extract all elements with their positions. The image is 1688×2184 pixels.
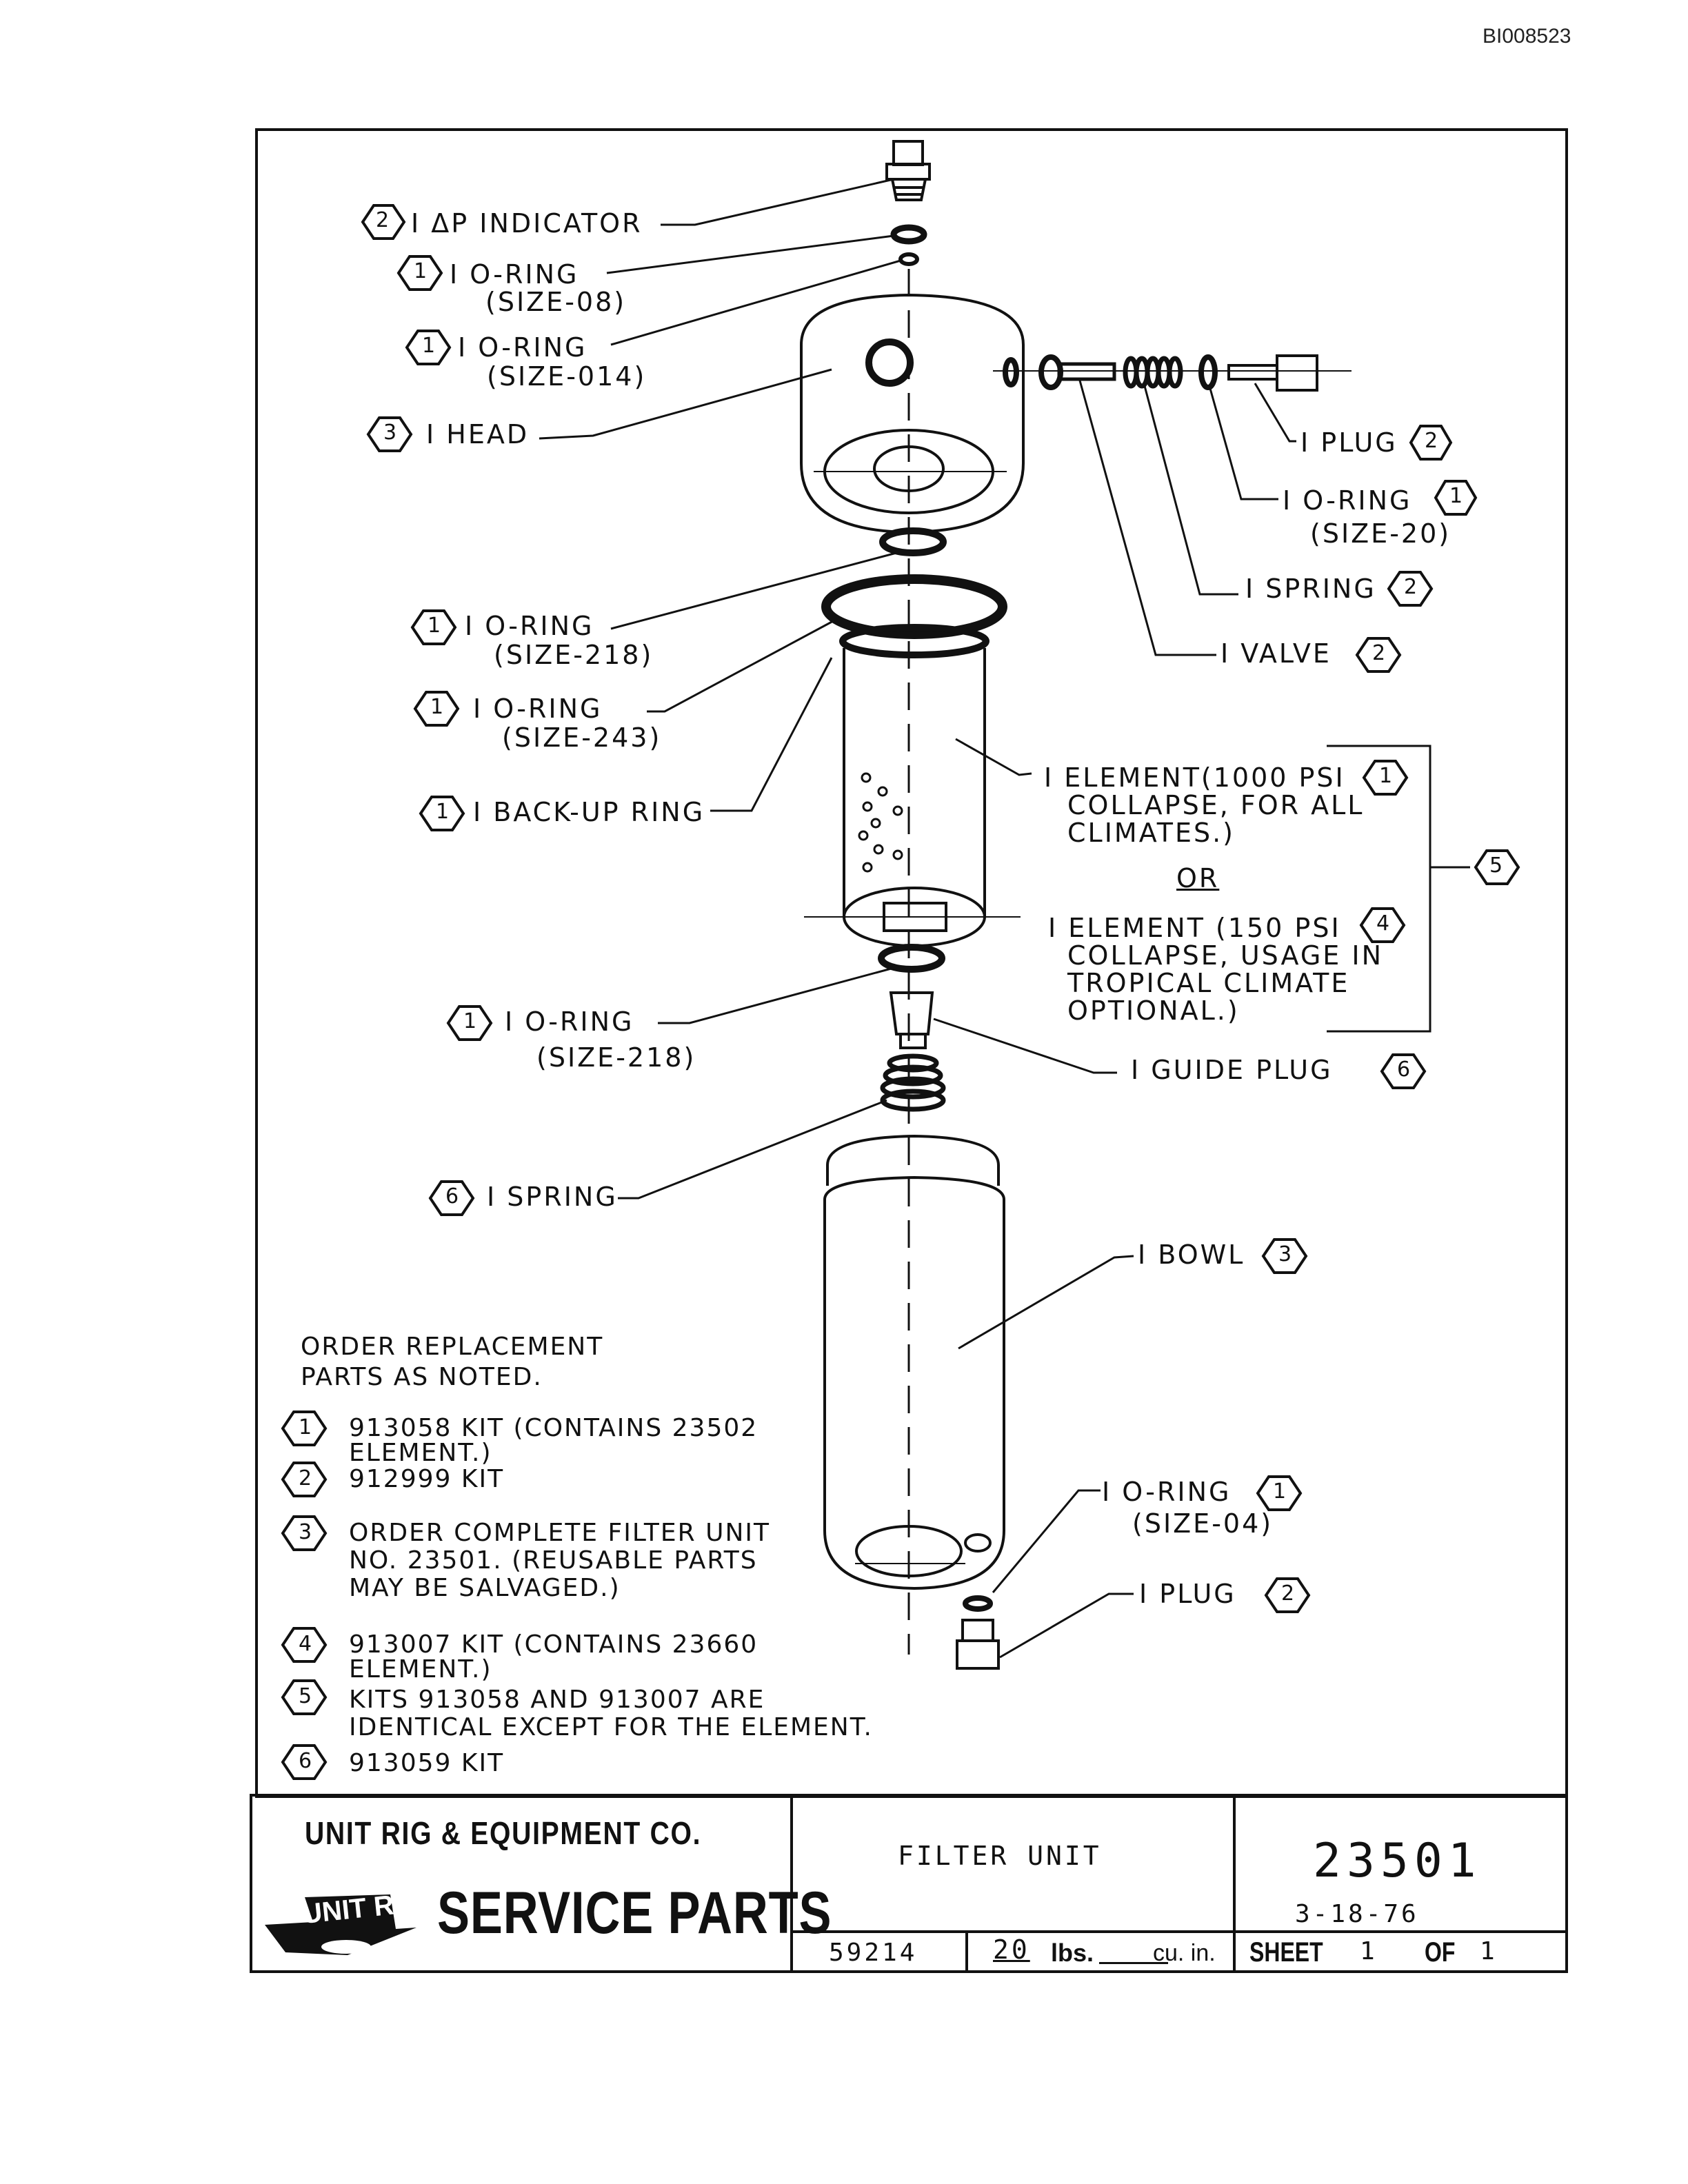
callout-or: OR bbox=[1176, 863, 1220, 893]
callout-oring-218-bottom-size: (SIZE-218) bbox=[536, 1042, 696, 1073]
drawing-date: 3-18-76 bbox=[1295, 1900, 1419, 1928]
company-name: UNIT RIG & EQUIPMENT CO. bbox=[305, 1815, 702, 1851]
ref-number: 2 bbox=[1281, 1581, 1295, 1606]
callout-oring-04-size: (SIZE-04) bbox=[1132, 1508, 1274, 1539]
drawing-title: FILTER UNIT bbox=[898, 1841, 1102, 1871]
notes-heading: ORDER REPLACEMENT bbox=[301, 1333, 604, 1361]
note-item-5-line: IDENTICAL EXCEPT FOR THE ELEMENT. bbox=[349, 1713, 873, 1741]
ref-number: 1 bbox=[1273, 1479, 1287, 1504]
callout-plug-bottom: I PLUG bbox=[1139, 1579, 1236, 1609]
sheet-number: 1 bbox=[1360, 1937, 1375, 1965]
note-item-3-line: NO. 23501. (REUSABLE PARTS bbox=[349, 1546, 758, 1575]
callout-valve: I VALVE bbox=[1220, 638, 1332, 669]
ref-number: 2 bbox=[1404, 575, 1418, 599]
drain-plug-part bbox=[956, 1619, 1000, 1670]
note-item-4-line: ELEMENT.) bbox=[349, 1655, 492, 1684]
note-item-1: 913058 KIT (CONTAINS 23502 bbox=[349, 1414, 758, 1442]
note-ref: 1 bbox=[299, 1415, 312, 1439]
note-ref: 6 bbox=[299, 1749, 312, 1773]
part-number: 23501 bbox=[1313, 1834, 1482, 1888]
notes-heading: PARTS AS NOTED. bbox=[301, 1363, 543, 1391]
ref-number: 1 bbox=[414, 259, 428, 283]
note-item-3: ORDER COMPLETE FILTER UNIT bbox=[349, 1519, 771, 1547]
title-block: UNIT RIG & EQUIPMENT CO. UNIT RIG SERVIC… bbox=[250, 1794, 1568, 1973]
document-id: BI008523 bbox=[1483, 25, 1571, 48]
ref-number: 1 bbox=[1379, 764, 1393, 788]
volume-unit: cu. in. bbox=[1153, 1940, 1216, 1966]
note-item-2: 912999 KIT bbox=[349, 1465, 505, 1493]
note-ref: 5 bbox=[299, 1684, 312, 1708]
callout-oring-243: I O-RING bbox=[473, 694, 603, 724]
callout-oring-218-bottom: I O-RING bbox=[505, 1007, 634, 1037]
callout-oring-218-top: I O-RING bbox=[465, 611, 594, 641]
reference-hexagons bbox=[281, 204, 1520, 1780]
callout-spring-valve: I SPRING bbox=[1245, 574, 1376, 604]
callout-oring-04: I O-RING bbox=[1102, 1477, 1232, 1507]
ref-number: 1 bbox=[430, 695, 444, 719]
callout-bowl: I BOWL bbox=[1138, 1240, 1245, 1270]
callout-oring-08: I O-RING bbox=[450, 259, 579, 290]
ref-number: 2 bbox=[1425, 429, 1438, 453]
head-part bbox=[800, 293, 1025, 534]
note-ref: 2 bbox=[299, 1466, 312, 1490]
element-part bbox=[804, 648, 1021, 947]
callout-spring-bowl: I SPRING bbox=[487, 1182, 618, 1212]
ref-number: 1 bbox=[1449, 484, 1463, 508]
spring-horizontal bbox=[1123, 356, 1183, 389]
ref-number: 4 bbox=[1376, 911, 1390, 936]
ref-number: 1 bbox=[436, 800, 450, 824]
drawing-frame bbox=[255, 128, 1568, 1798]
callout-oring-014: I O-RING bbox=[458, 332, 587, 363]
note-item-4: 913007 KIT (CONTAINS 23660 bbox=[349, 1630, 758, 1659]
service-parts-label: SERVICE PARTS bbox=[437, 1880, 832, 1946]
ref-number: 5 bbox=[1489, 853, 1503, 878]
callout-oring-08-size: (SIZE-08) bbox=[485, 287, 627, 317]
callout-oring-20-size: (SIZE-20) bbox=[1310, 518, 1451, 549]
callout-plug-top: I PLUG bbox=[1300, 427, 1398, 458]
spring-vertical bbox=[880, 1053, 946, 1112]
ref-number: 3 bbox=[383, 421, 397, 445]
note-item-6: 913059 KIT bbox=[349, 1749, 505, 1777]
ref-number: 6 bbox=[445, 1184, 459, 1209]
delta-p-indicator-part bbox=[885, 140, 931, 201]
callout-backup-ring: I BACK-UP RING bbox=[473, 797, 705, 827]
callout-head: I HEAD bbox=[426, 419, 530, 449]
ref-number: 2 bbox=[376, 208, 390, 232]
ref-number: 6 bbox=[1397, 1058, 1411, 1082]
callout-oring-218-top-size: (SIZE-218) bbox=[494, 640, 654, 670]
reference-number: 59214 bbox=[829, 1939, 918, 1967]
callout-dp-indicator: I ΔP INDICATOR bbox=[411, 208, 643, 239]
ref-number: 1 bbox=[428, 614, 441, 638]
volume-blank-line bbox=[1099, 1962, 1168, 1964]
callout-element-1000-line: CLIMATES.) bbox=[1067, 818, 1235, 848]
note-ref: 4 bbox=[299, 1632, 312, 1656]
callout-oring-243-size: (SIZE-243) bbox=[502, 722, 662, 753]
callout-element-1000-line: COLLAPSE, FOR ALL bbox=[1067, 790, 1365, 820]
ref-number: 1 bbox=[463, 1009, 477, 1033]
sheet-total: 1 bbox=[1480, 1937, 1495, 1965]
note-item-3-line: MAY BE SALVAGED.) bbox=[349, 1574, 621, 1602]
of-label: OF bbox=[1425, 1937, 1456, 1968]
callout-oring-20: I O-RING bbox=[1283, 485, 1412, 516]
ref-number: 1 bbox=[422, 334, 436, 358]
weight-value: 20 bbox=[993, 1934, 1030, 1965]
callout-oring-014-size: (SIZE-014) bbox=[487, 361, 647, 392]
callout-element-150: I ELEMENT (150 PSI bbox=[1048, 913, 1341, 943]
callout-guide-plug: I GUIDE PLUG bbox=[1131, 1055, 1333, 1085]
note-item-1-line: ELEMENT.) bbox=[349, 1439, 492, 1467]
sheet-label: SHEET bbox=[1249, 1937, 1323, 1968]
weight-unit: lbs. bbox=[1051, 1939, 1094, 1967]
unit-rig-logo bbox=[265, 1894, 416, 1955]
callout-element-150-line: COLLAPSE, USAGE IN bbox=[1067, 940, 1383, 971]
ref-number: 2 bbox=[1372, 641, 1386, 665]
ref-number: 3 bbox=[1278, 1242, 1292, 1266]
note-ref: 3 bbox=[299, 1520, 312, 1544]
note-item-5: KITS 913058 AND 913007 ARE bbox=[349, 1686, 765, 1714]
callout-element-1000: I ELEMENT(1000 PSI bbox=[1044, 762, 1345, 793]
bowl-part bbox=[823, 1134, 1005, 1590]
callout-element-150-line: TROPICAL CLIMATE bbox=[1067, 968, 1350, 998]
title-block-grid bbox=[790, 1797, 1565, 1970]
callout-element-150-line: OPTIONAL.) bbox=[1067, 995, 1240, 1026]
